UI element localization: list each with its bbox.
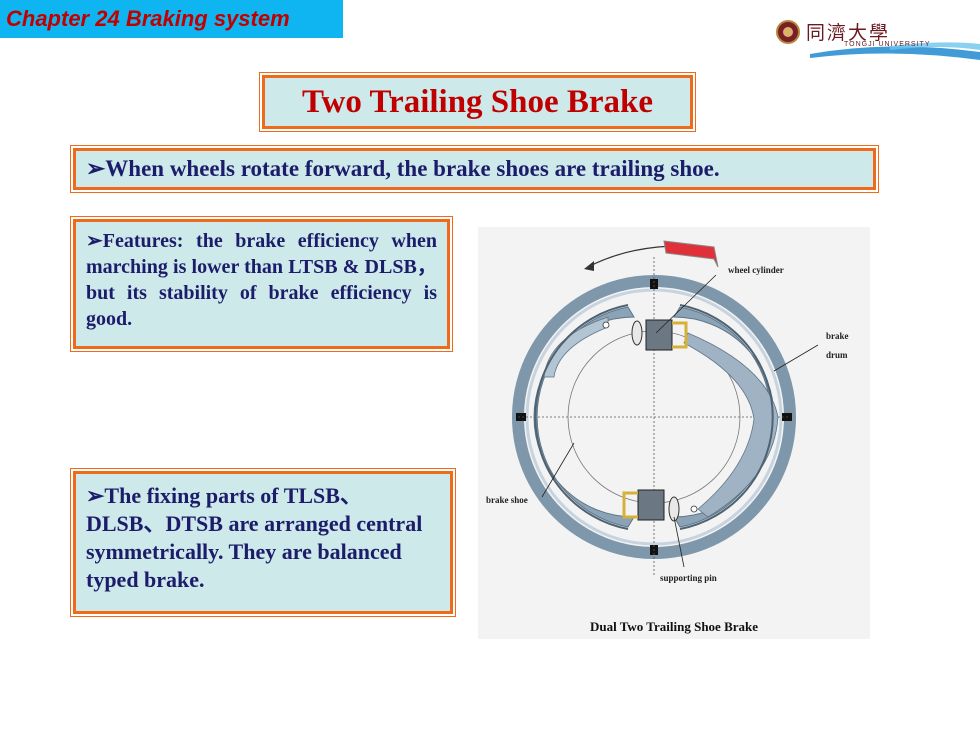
university-logo: 同濟大學 TONGJI UNIVERSITY: [770, 10, 980, 60]
logo-chinese-text: 同濟大學: [806, 22, 891, 44]
label-wheel-cylinder: wheel cylinder: [728, 265, 784, 275]
swoosh-graphic: [810, 42, 980, 60]
label-brake-shoe: brake shoe: [486, 495, 528, 505]
label-drum: drum: [826, 350, 848, 360]
slide-title: Two Trailing Shoe Brake: [259, 72, 696, 132]
label-brake: brake: [826, 331, 849, 341]
brake-diagram: wheel cylinder brake drum brake shoe sup…: [478, 227, 870, 639]
lead-statement: ➢When wheels rotate forward, the brake s…: [70, 145, 879, 193]
features-box: ➢Features: the brake efficiency when mar…: [70, 216, 453, 352]
fixing-parts-box: ➢The fixing parts of TLSB、DLSB、DTSB are …: [70, 468, 456, 617]
chapter-title: Chapter 24 Braking system: [0, 0, 343, 38]
seal-icon: [776, 20, 800, 44]
figure-caption: Dual Two Trailing Shoe Brake: [589, 619, 759, 634]
logo-english-text: TONGJI UNIVERSITY: [844, 41, 931, 48]
label-supporting-pin: supporting pin: [660, 573, 717, 583]
brake-drawing: [512, 240, 819, 577]
